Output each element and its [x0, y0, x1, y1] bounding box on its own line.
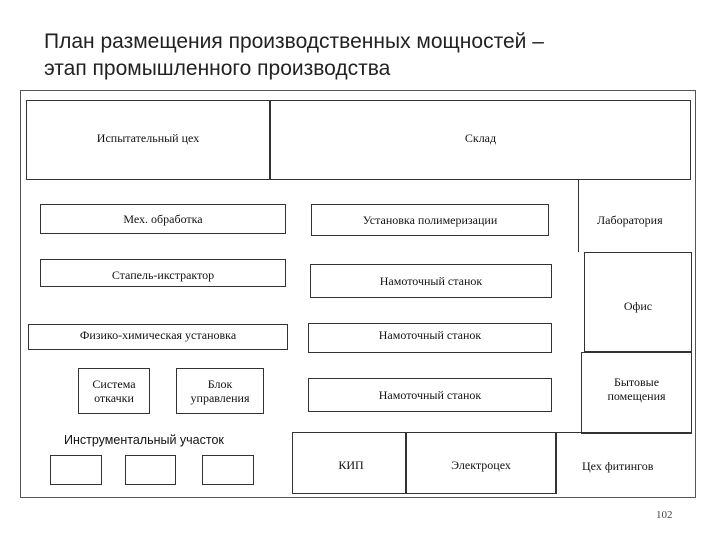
floor-plan-frame — [20, 90, 696, 498]
laboratory-label: Лаборатория — [597, 213, 663, 227]
title-line-1: План размещения производственных мощност… — [44, 30, 544, 53]
right-zone-divider — [578, 180, 579, 252]
tool-bench-2 — [125, 455, 176, 485]
winding-machine-1-box: Намоточный станок — [310, 264, 552, 298]
fittings-shop-label: Цех фитингов — [582, 459, 654, 473]
winding-machine-2-box: Намоточный станок — [308, 323, 552, 353]
slide-title: План размещения производственных мощност… — [44, 28, 684, 82]
title-line-2: этап промышленного производства — [44, 57, 391, 80]
mech-processing-box: Мех. обработка — [40, 204, 286, 234]
kip-box: КИП — [292, 432, 406, 494]
polymerization-unit-box: Установка полимеризации — [311, 204, 549, 236]
page-number: 102 — [656, 509, 673, 521]
amenity-rooms-box: Бытовые помещения — [581, 352, 692, 434]
mech-processing-label: Мех. обработка — [123, 212, 203, 226]
warehouse-label: Склад — [464, 131, 497, 145]
winding-machine-2-label: Намоточный станок — [378, 328, 482, 342]
tool-area-label: Инструментальный участок — [64, 433, 224, 447]
polymerization-unit-label: Установка полимеризации — [362, 213, 498, 227]
warehouse-box: Склад — [270, 100, 691, 180]
test-shop-box: Испытательный цех — [26, 100, 270, 180]
evacuation-system-label: Система откачки — [92, 377, 136, 405]
control-unit-label: Блок управления — [190, 377, 250, 405]
electrical-shop-label: Электроцех — [451, 458, 511, 472]
tool-bench-3 — [202, 455, 254, 485]
control-unit-box: Блок управления — [176, 368, 264, 414]
electrical-shop-box: Электроцех — [406, 432, 556, 494]
kip-label: КИП — [338, 458, 364, 472]
winding-machine-3-box: Намоточный станок — [308, 378, 552, 412]
stapel-extractor-box: Стапель-икстрактор — [40, 259, 286, 287]
tool-bench-1 — [50, 455, 102, 485]
fittings-shop-top-edge — [556, 432, 692, 433]
stapel-extractor-label: Стапель-икстрактор — [111, 268, 215, 282]
fittings-shop-divider — [556, 432, 557, 494]
winding-machine-3-label: Намоточный станок — [378, 388, 482, 402]
amenity-rooms-label: Бытовые помещения — [607, 375, 666, 403]
evacuation-system-box: Система откачки — [78, 368, 150, 414]
office-box: Офис — [584, 252, 692, 352]
office-label: Офис — [623, 299, 653, 313]
winding-machine-1-label: Намоточный станок — [379, 274, 483, 288]
physchem-unit-box: Физико-химическая установка — [28, 324, 288, 350]
test-shop-label: Испытательный цех — [96, 131, 200, 145]
physchem-unit-label: Физико-химическая установка — [79, 328, 237, 342]
